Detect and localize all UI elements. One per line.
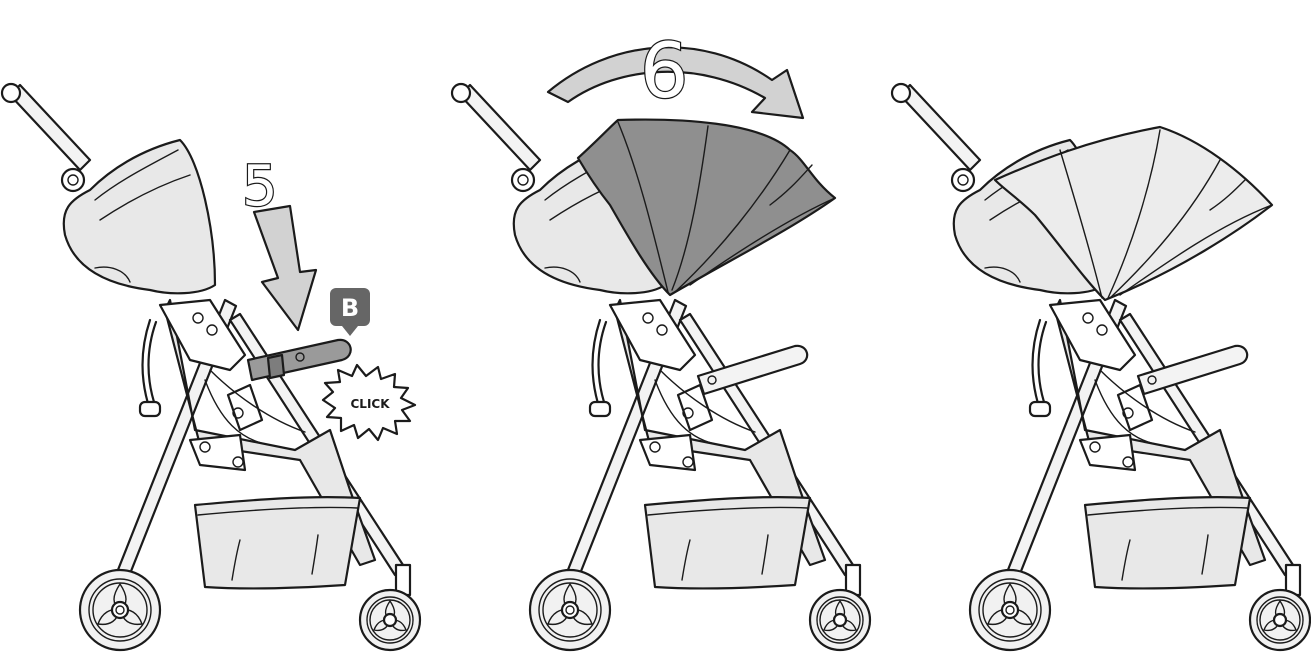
stroller-panel-final — [888, 80, 1310, 650]
click-burst-icon: CLICK — [323, 365, 415, 440]
click-label: CLICK — [350, 397, 390, 411]
callout-marker-icon: B — [330, 288, 370, 336]
down-arrow-icon — [254, 206, 316, 330]
callout-label: B — [341, 294, 359, 322]
bumper-bar — [248, 340, 351, 380]
stroller-panel-step-6 — [448, 80, 870, 650]
step-6-number: 6 — [640, 26, 688, 115]
